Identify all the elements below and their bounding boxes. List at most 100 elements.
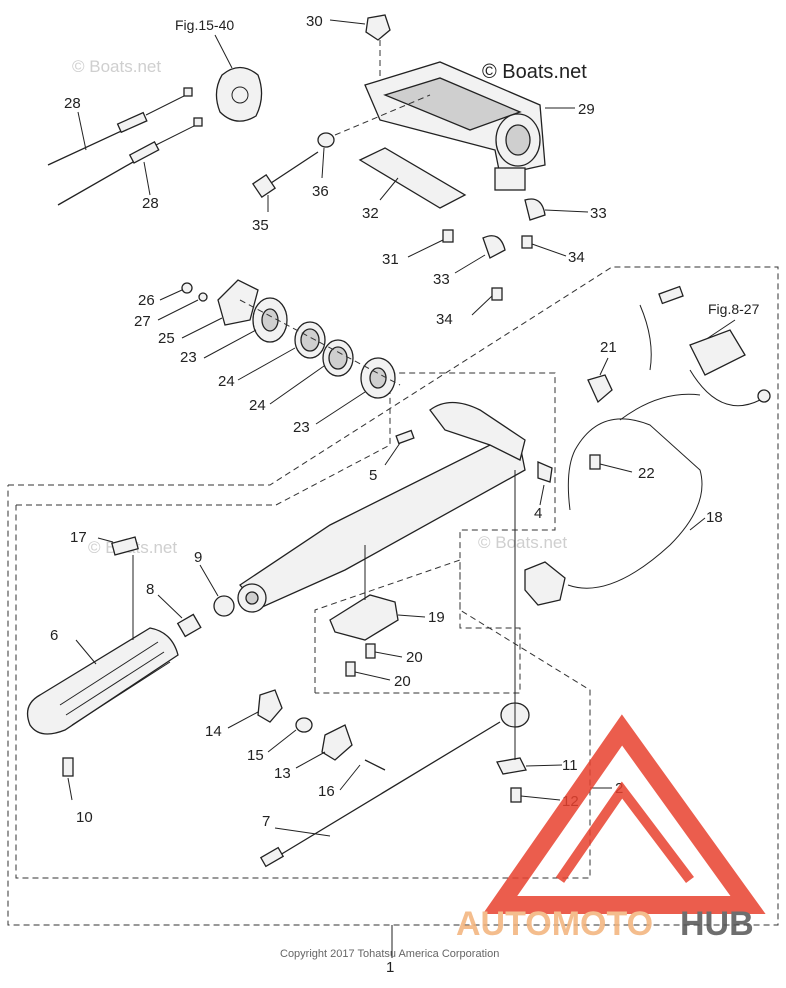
harness-branch-a xyxy=(619,393,701,421)
screw-12 xyxy=(510,787,522,803)
automotohub-logo: AUTOMOTO HUB xyxy=(456,714,766,943)
screw-34-upper xyxy=(521,235,533,249)
leader-36 xyxy=(321,147,325,179)
cable-28-upper-rod xyxy=(145,93,189,116)
callout-28-lower: 28 xyxy=(142,195,159,212)
harness-ground-lug xyxy=(757,389,771,403)
leader-24b xyxy=(269,365,325,405)
logo-text-right: HUB xyxy=(680,905,754,943)
callout-25: 25 xyxy=(158,330,175,347)
callout-4: 4 xyxy=(534,505,542,522)
callout-15: 15 xyxy=(247,747,264,764)
washer-24-lower-hole xyxy=(328,346,348,370)
callout-7: 7 xyxy=(262,813,270,830)
grip-6-rib-b xyxy=(65,651,165,716)
callout-5: 5 xyxy=(369,467,377,484)
bushing-23-lower-hole xyxy=(369,367,387,389)
callout-6: 6 xyxy=(50,627,58,644)
logo-inner-mark xyxy=(555,781,694,884)
leader-12 xyxy=(520,795,561,801)
leader-28b xyxy=(143,161,151,196)
callout-26: 26 xyxy=(138,292,155,309)
callout-32: 32 xyxy=(362,205,379,222)
callout-35: 35 xyxy=(252,217,269,234)
plate-32 xyxy=(358,147,467,209)
harness-18 xyxy=(567,418,703,589)
leader-24a xyxy=(237,347,296,381)
bracket-29-recess xyxy=(383,77,522,131)
callout-10: 10 xyxy=(76,809,93,826)
leader-18 xyxy=(689,517,706,531)
harness-terminal xyxy=(658,285,684,305)
leader-30 xyxy=(329,19,366,25)
callout-34-upper: 34 xyxy=(568,249,585,266)
leader-11 xyxy=(525,764,563,767)
callout-24-upper: 24 xyxy=(218,373,235,390)
callout-31: 31 xyxy=(382,251,399,268)
callout-34-lower: 34 xyxy=(436,311,453,328)
assembly-2-outline xyxy=(15,372,591,879)
cable-7-end xyxy=(259,846,285,868)
callout-28-upper: 28 xyxy=(64,95,81,112)
fig-8-27-arrow xyxy=(704,319,736,341)
leader-27 xyxy=(157,299,199,321)
callout-21: 21 xyxy=(600,339,617,356)
nut-26 xyxy=(181,282,193,294)
leader-20b xyxy=(354,671,391,681)
leader-6 xyxy=(75,639,97,665)
harness-connector-b xyxy=(689,329,746,376)
callout-33-lower: 33 xyxy=(433,271,450,288)
watermark-top-right: © Boats.net xyxy=(482,61,587,83)
leader-20a xyxy=(374,651,403,658)
leader-25 xyxy=(181,317,223,339)
callout-9: 9 xyxy=(194,549,202,566)
leader-26 xyxy=(159,289,183,301)
leader-5 xyxy=(384,442,401,466)
callout-13: 13 xyxy=(274,765,291,782)
bolt-35 xyxy=(267,151,319,186)
callout-8: 8 xyxy=(146,581,154,598)
knob-14 xyxy=(257,689,283,723)
leader-28a xyxy=(77,111,87,151)
screw-10 xyxy=(62,757,74,777)
copyright: Copyright 2017 Tohatsu America Corporati… xyxy=(280,948,499,960)
screw-20-lower xyxy=(345,661,356,677)
screw-34-lower xyxy=(491,287,503,301)
cable-28-lower xyxy=(57,157,141,206)
cam-hole xyxy=(231,86,249,104)
grip-6 xyxy=(26,627,179,735)
assembly-1-outline xyxy=(7,266,779,926)
bracket-29-bore-inner xyxy=(505,124,531,156)
cable-28-lower-end xyxy=(193,117,203,127)
leader-9 xyxy=(199,564,219,597)
plate-25 xyxy=(217,279,259,326)
washer-24-upper-hole xyxy=(300,328,320,352)
leader-13 xyxy=(295,751,326,769)
leader-34-lower xyxy=(471,295,493,316)
leader-23b xyxy=(315,391,366,425)
callout-19: 19 xyxy=(428,609,445,626)
switch-4 xyxy=(537,461,553,483)
callout-20-upper: 20 xyxy=(406,649,423,666)
callout-22: 22 xyxy=(638,465,655,482)
grip-6-rib-c xyxy=(71,661,171,726)
leader-15 xyxy=(267,729,297,753)
callout-14: 14 xyxy=(205,723,222,740)
leader-19 xyxy=(397,614,426,618)
fig-8-27-ref: Fig.8-27 xyxy=(708,301,760,317)
leader-21 xyxy=(599,357,609,376)
harness-18-connector xyxy=(524,561,566,606)
leader-10 xyxy=(67,777,73,801)
callout-23-upper: 23 xyxy=(180,349,197,366)
sub-group-19-outline xyxy=(314,559,521,694)
bushing-axis xyxy=(239,299,401,386)
callout-20-lower: 20 xyxy=(394,673,411,690)
callout-17: 17 xyxy=(70,529,87,546)
fig-15-40-ref: Fig.15-40 xyxy=(175,17,234,33)
leader-34-upper xyxy=(531,243,567,257)
pin-8 xyxy=(176,613,202,638)
washer-27 xyxy=(198,292,208,302)
leader-8 xyxy=(157,594,183,619)
harness-ground-wire xyxy=(689,369,761,407)
